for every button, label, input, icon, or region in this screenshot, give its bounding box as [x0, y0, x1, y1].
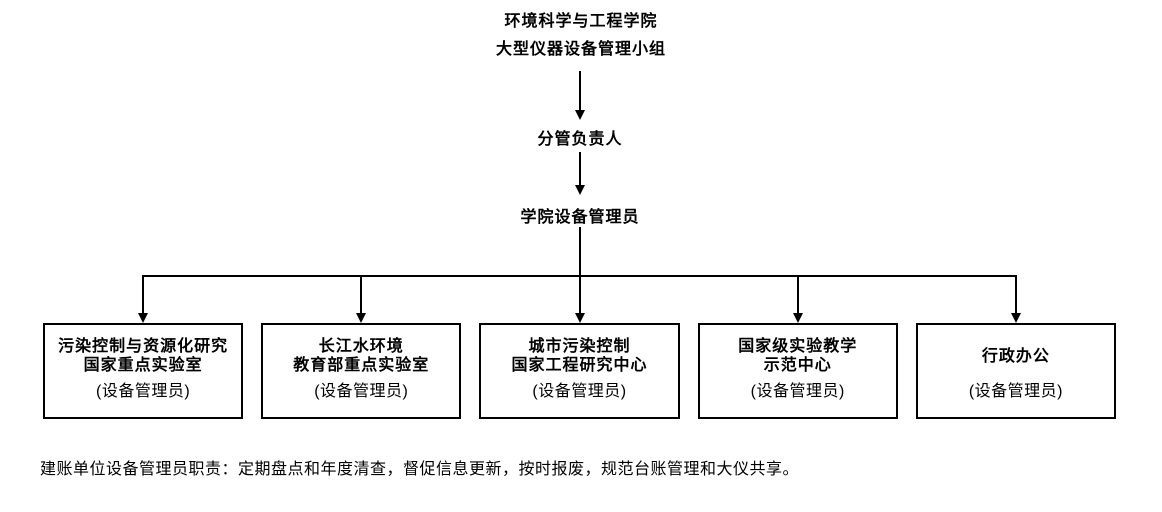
connector-drop-unit-3	[579, 275, 581, 313]
unit-name: 国家级实验教学 示范中心	[738, 335, 857, 377]
arrow-down-icon	[1011, 313, 1021, 323]
root-node: 环境科学与工程学院 大型仪器设备管理小组	[496, 8, 666, 64]
unit-role: (设备管理员)	[968, 383, 1063, 400]
connector-leader-to-manager	[579, 152, 581, 185]
unit-name-line2: 国家工程研究中心	[511, 357, 648, 374]
unit-name: 行政办公	[982, 335, 1050, 377]
unit-box-admin-office: 行政办公 (设备管理员)	[915, 323, 1117, 419]
unit-name-line1: 长江水环境	[318, 338, 404, 355]
connector-drop-unit-5	[1015, 275, 1017, 313]
unit-name-line1: 城市污染控制	[528, 338, 631, 355]
unit-name-line2: 示范中心	[763, 357, 832, 374]
unit-box-national-teaching-center: 国家级实验教学 示范中心 (设备管理员)	[697, 323, 898, 419]
root-node-line2: 大型仪器设备管理小组	[495, 41, 667, 58]
arrow-down-icon	[356, 313, 366, 323]
unit-role: (设备管理员)	[750, 383, 845, 400]
unit-box-urban-pollution-center: 城市污染控制 国家工程研究中心 (设备管理员)	[479, 323, 680, 419]
leader-node: 分管负责人	[537, 131, 623, 148]
unit-role: (设备管理员)	[314, 383, 409, 400]
unit-name: 污染控制与资源化研究 国家重点实验室	[58, 335, 228, 377]
unit-name-line1: 国家级实验教学	[738, 338, 858, 355]
unit-name-line2: 国家重点实验室	[83, 357, 203, 374]
unit-box-yangtze-water-lab: 长江水环境 教育部重点实验室 (设备管理员)	[261, 323, 462, 419]
unit-role: (设备管理员)	[532, 383, 627, 400]
connector-root-to-leader	[579, 71, 581, 110]
connector-drop-unit-4	[797, 275, 799, 313]
unit-name: 城市污染控制 国家工程研究中心	[512, 335, 648, 377]
unit-name-line1: 行政办公	[981, 347, 1050, 365]
root-node-line1: 环境科学与工程学院	[504, 13, 658, 30]
connector-manager-trunk	[579, 227, 581, 275]
connector-drop-unit-2	[360, 275, 362, 313]
manager-duties-note: 建账单位设备管理员职责：定期盘点和年度清查，督促信息更新，按时报废，规范台账管理…	[40, 461, 800, 478]
college-manager-node: 学院设备管理员	[520, 209, 640, 226]
units-row: 污染控制与资源化研究 国家重点实验室 (设备管理员) 长江水环境 教育部重点实验…	[43, 323, 1117, 419]
arrow-down-icon	[793, 313, 803, 323]
arrow-down-icon	[575, 185, 585, 195]
unit-name: 长江水环境 教育部重点实验室	[293, 335, 429, 377]
arrow-down-icon	[138, 313, 148, 323]
arrow-down-icon	[575, 110, 585, 120]
unit-role: (设备管理员)	[96, 383, 191, 400]
unit-name-line1: 污染控制与资源化研究	[58, 338, 229, 355]
unit-box-pollution-control-lab: 污染控制与资源化研究 国家重点实验室 (设备管理员)	[43, 323, 244, 419]
connector-drop-unit-1	[142, 275, 144, 313]
unit-name-line2: 教育部重点实验室	[293, 357, 430, 374]
arrow-down-icon	[575, 313, 585, 323]
